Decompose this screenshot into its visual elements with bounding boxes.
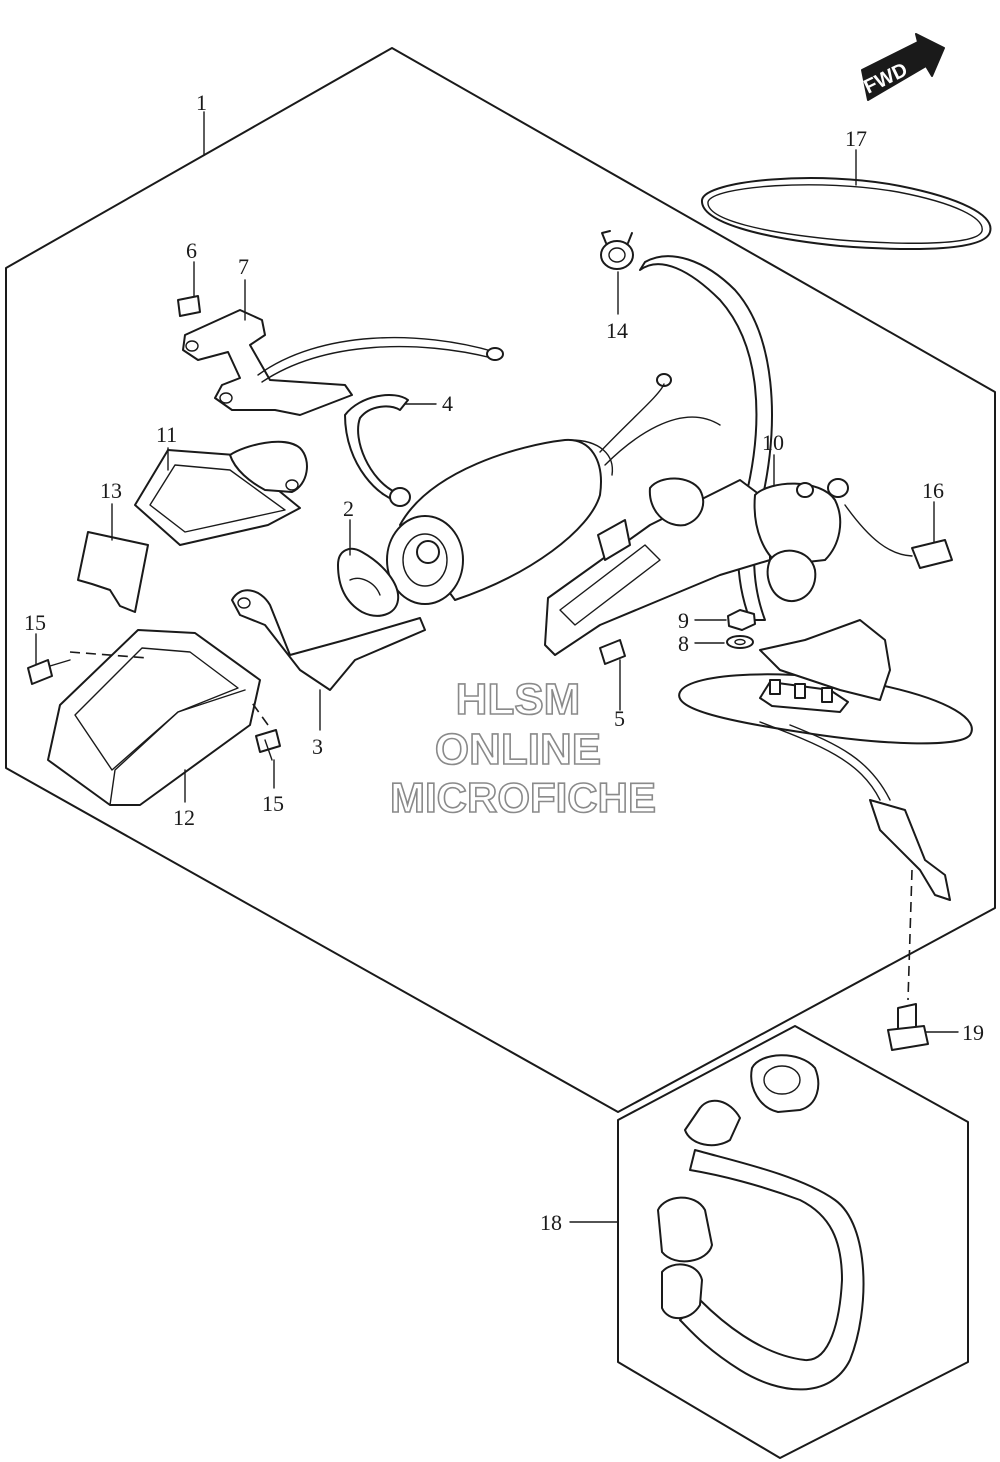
alignment-line <box>69 651 149 659</box>
watermark-line-2: ONLINE <box>435 725 601 774</box>
callout-16: 16 <box>922 478 944 503</box>
callout-15a: 15 <box>24 610 46 635</box>
callout-13: 13 <box>100 478 122 503</box>
gasket-ring-part <box>700 177 992 251</box>
alignment-line <box>907 869 913 1001</box>
assembly-boundary <box>5 47 996 1113</box>
callout-12: 12 <box>173 805 195 830</box>
filter-screw-left-part <box>27 659 71 685</box>
pump-cushion-part <box>337 547 400 617</box>
filter-cover-part <box>47 629 261 806</box>
fuel-hose-part <box>639 255 773 621</box>
callout-6: 6 <box>186 238 197 263</box>
ground-screw-part <box>599 639 626 665</box>
callout-2: 2 <box>343 496 354 521</box>
callout-17: 17 <box>845 126 867 151</box>
forward-arrow-icon: FWD <box>861 33 945 101</box>
callout-15b: 15 <box>262 791 284 816</box>
callout-9: 9 <box>678 608 689 633</box>
watermark-line-3: MICROFICHE <box>390 774 656 821</box>
callout-11: 11 <box>156 422 177 447</box>
callout-1: 1 <box>196 90 207 115</box>
lower-bracket-part <box>231 589 426 691</box>
callout-14: 14 <box>606 318 628 343</box>
callout-10: 10 <box>762 430 784 455</box>
callout-18: 18 <box>540 1210 562 1235</box>
callout-4: 4 <box>442 391 453 416</box>
callout-3: 3 <box>312 734 323 759</box>
sender-bracket-part <box>177 295 504 416</box>
pump-base-plate-part <box>678 619 973 901</box>
hose-assembly-boundary <box>617 1025 969 1459</box>
mounting-bolt-part <box>887 1003 929 1051</box>
fuel-hose-assembly-part <box>657 1054 865 1391</box>
washer-part <box>726 635 754 649</box>
callout-8: 8 <box>678 631 689 656</box>
wire-connector-part <box>844 504 953 569</box>
filter-gasket-part <box>77 531 149 613</box>
fuel-filter-part <box>134 440 308 546</box>
callout-7: 7 <box>238 254 249 279</box>
callout-5: 5 <box>614 706 625 731</box>
nut-part <box>727 609 756 631</box>
pump-frame-part <box>544 477 771 656</box>
hose-clamp-part <box>600 230 634 270</box>
alignment-line <box>249 699 269 726</box>
callout-19: 19 <box>962 1020 984 1045</box>
pressure-regulator-part <box>753 478 849 603</box>
pump-clamp-band-part <box>344 394 411 507</box>
fuel-pump-part <box>386 373 721 605</box>
cover-screw-bottom-part <box>255 729 281 761</box>
watermark-line-1: HLSM <box>456 675 581 724</box>
